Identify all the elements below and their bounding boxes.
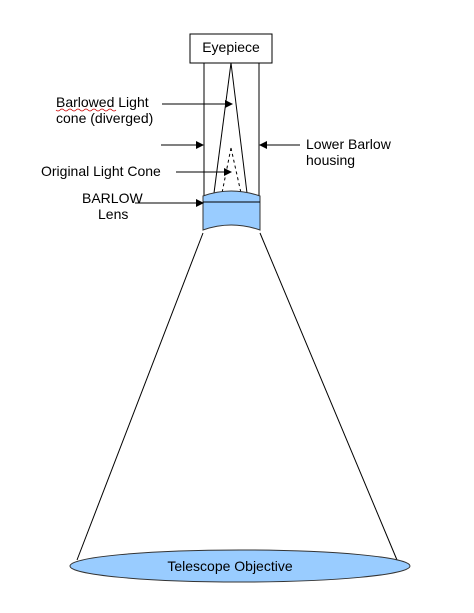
- barlowed-cone-label-line1: Barlowed Light: [56, 94, 149, 110]
- lower-housing-label-line1: Lower Barlow: [306, 136, 392, 152]
- eyepiece-box: [189, 33, 273, 64]
- barlow-lens: [202, 190, 261, 231]
- original-light-cone: [221, 147, 242, 194]
- lower-housing-label-line2: housing: [306, 152, 355, 168]
- spellcheck-underline: [55, 108, 117, 112]
- eyepiece-label: Eyepiece: [202, 39, 260, 55]
- barlow-lens-label-line2: Lens: [98, 206, 128, 222]
- original-cone-label: Original Light Cone: [41, 163, 161, 179]
- objective-label: Telescope Objective: [167, 558, 293, 574]
- barlow-lens-label-line1: BARLOW: [82, 190, 143, 206]
- telescope-objective: [69, 549, 411, 583]
- barlowed-cone-label-line2: cone (diverged): [56, 110, 153, 126]
- objective-light-cone: [76, 232, 398, 561]
- barlowed-light-cone: [213, 62, 248, 194]
